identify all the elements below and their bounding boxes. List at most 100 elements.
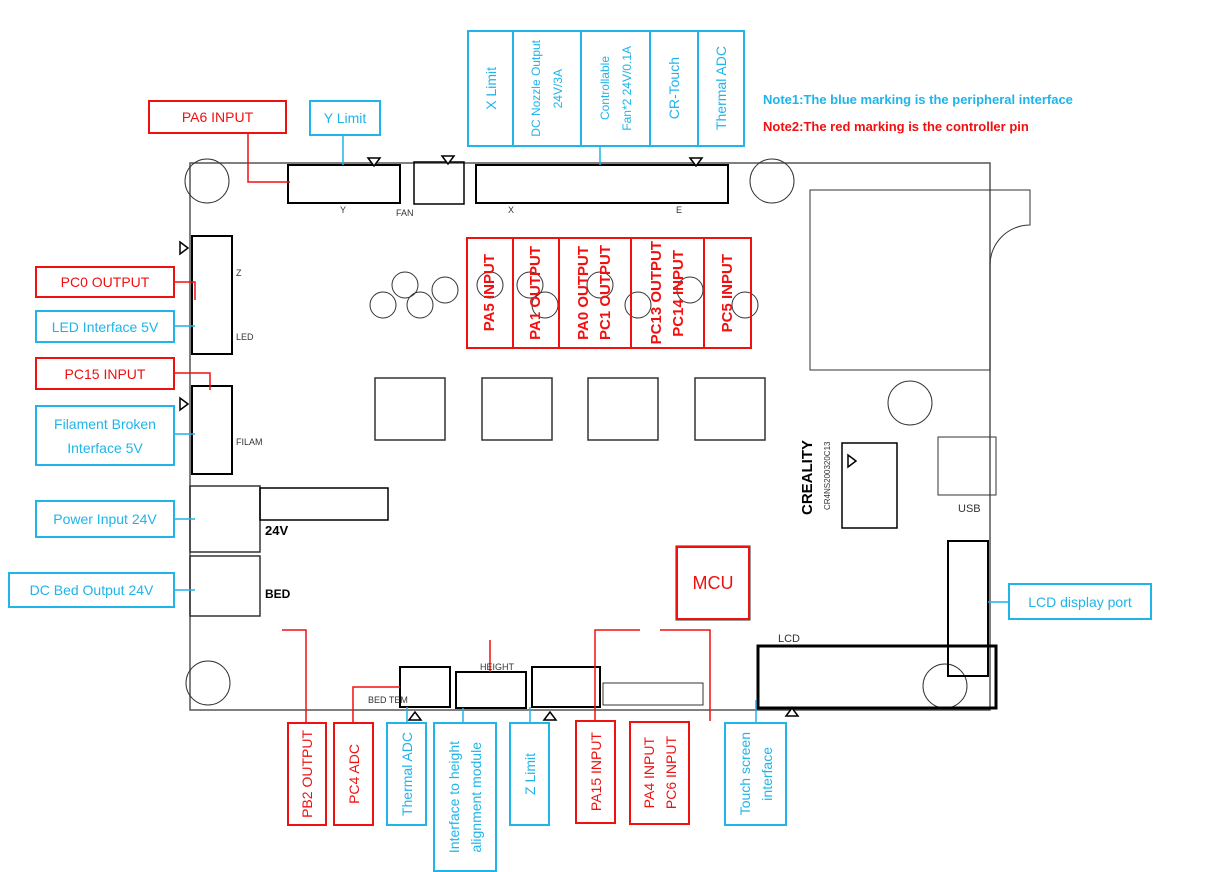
pin-pa5: PA5 INPUT xyxy=(466,237,514,349)
label-pb2-output: PB2 OUTPUT xyxy=(287,722,327,826)
label-text: PA0 OUTPUT xyxy=(575,246,592,340)
label-thermal-adc-top: Thermal ADC xyxy=(697,30,745,147)
label-bed-output: DC Bed Output 24V xyxy=(8,572,175,608)
silk-24v: 24V xyxy=(265,523,288,538)
label-text: PA6 INPUT xyxy=(181,109,254,125)
zlimit-connector xyxy=(531,666,601,708)
mount-hole xyxy=(184,158,230,204)
label-text: LED Interface 5V xyxy=(51,318,159,335)
label-text: PA5 INPUT xyxy=(481,254,498,332)
label-text: Filament Broken xyxy=(54,415,156,432)
label-text: interface xyxy=(758,747,775,801)
label-height-module: Interface to height alignment module xyxy=(433,722,497,872)
label-fan: Controllable Fan*2 24V/0.1A xyxy=(580,30,651,147)
label-text: Power Input 24V xyxy=(53,511,157,527)
mount-hole xyxy=(185,660,231,706)
j10-connector xyxy=(191,235,233,355)
silk-y: Y xyxy=(340,205,346,215)
label-text: Thermal ADC xyxy=(398,731,415,817)
j16-connector xyxy=(947,540,989,677)
touch-connector xyxy=(756,644,998,710)
silk-bedtem: BED TEM xyxy=(368,695,408,705)
silk-lcd: LCD xyxy=(778,633,800,645)
label-text: PC5 INPUT xyxy=(718,253,736,333)
label-text: PC1 OUTPUT xyxy=(597,245,614,341)
power-terminal xyxy=(189,485,261,553)
label-text: Controllable xyxy=(597,56,612,121)
j13-connector xyxy=(287,164,401,204)
mount-hole xyxy=(887,380,933,426)
label-text: Thermal ADC xyxy=(713,46,729,131)
label-text: PA4 INPUT xyxy=(640,737,657,809)
silk-height: HEIGHT xyxy=(480,662,515,672)
label-text: LCD display port xyxy=(1028,593,1132,610)
label-pc0-output: PC0 OUTPUT xyxy=(35,266,175,298)
sd-slot xyxy=(809,189,1031,371)
label-text: PC13 OUTPUT xyxy=(647,241,665,345)
label-text: Z Limit xyxy=(521,753,538,795)
silk-led: LED xyxy=(236,332,254,342)
label-text: alignment module xyxy=(468,741,484,853)
pin-pa1: PA1 OUTPUT xyxy=(512,237,560,349)
stepper-drivers xyxy=(374,377,766,441)
label-text: Y Limit xyxy=(323,110,367,126)
label-text: 24V/3A xyxy=(551,68,565,109)
label-power-input: Power Input 24V xyxy=(35,500,175,538)
label-text: Touch screen xyxy=(736,732,753,816)
fuse xyxy=(259,487,389,521)
label-text: PA15 INPUT xyxy=(587,732,604,812)
mcu-label: MCU xyxy=(676,546,750,620)
silk-usb: USB xyxy=(958,503,981,515)
label-pc4-adc: PC4 ADC xyxy=(333,722,374,826)
swd-header xyxy=(602,682,704,706)
label-text: PC4 ADC xyxy=(345,744,362,804)
label-text: Fan*2 24V/0.1A xyxy=(619,46,634,131)
label-pa4-pc6-input: PA4 INPUT PC6 INPUT xyxy=(629,721,690,825)
label-text: X Limit xyxy=(482,67,499,110)
label-thermal-adc-bottom: Thermal ADC xyxy=(386,722,427,826)
silk-x: X xyxy=(508,205,514,215)
label-text: PC15 INPUT xyxy=(64,365,146,382)
note-red: Note2:The red marking is the controller … xyxy=(763,119,1029,134)
label-touch-screen: Touch screen interface xyxy=(724,722,787,826)
label-text: Interface 5V xyxy=(67,439,143,456)
silk-e: E xyxy=(676,205,682,215)
brand-logo: CREALITY xyxy=(799,440,816,515)
label-text: PC6 INPUT xyxy=(662,736,679,810)
label-nozzle-output: DC Nozzle Output 24V/3A xyxy=(512,30,582,147)
board-model: CR4NS200320C13 xyxy=(823,441,832,510)
height-connector xyxy=(455,671,527,709)
silk-filam: FILAM xyxy=(236,437,263,447)
j12-connector xyxy=(191,385,233,475)
label-text: PB2 OUTPUT xyxy=(299,730,315,818)
label-cr-touch: CR-Touch xyxy=(649,30,699,147)
label-text: PC14 INPUT xyxy=(669,249,687,337)
mount-hole xyxy=(922,663,968,709)
pin-pa0-pc1: PA0 OUTPUT PC1 OUTPUT xyxy=(558,237,632,349)
label-pa15-input: PA15 INPUT xyxy=(575,720,616,824)
label-text: Interface to height xyxy=(446,740,462,854)
red-leaders xyxy=(175,134,711,722)
label-lcd-port: LCD display port xyxy=(1008,583,1152,620)
bed-terminal xyxy=(189,555,261,617)
pin1-markers xyxy=(179,155,858,721)
label-text: CR-Touch xyxy=(666,57,682,120)
label-led-interface: LED Interface 5V xyxy=(35,310,175,343)
fan-connector xyxy=(413,161,465,205)
usb-port xyxy=(937,436,997,496)
silk-fan: FAN xyxy=(396,208,414,218)
label-x-limit: X Limit xyxy=(467,30,514,147)
label-text: PC0 OUTPUT xyxy=(60,274,150,290)
note-blue: Note1:The blue marking is the peripheral… xyxy=(763,92,1073,107)
label-text: DC Nozzle Output xyxy=(529,40,543,137)
j11-connector xyxy=(475,164,729,204)
label-pa6-input: PA6 INPUT xyxy=(148,100,287,134)
pin-pc5: PC5 INPUT xyxy=(703,237,752,349)
mount-hole xyxy=(749,158,795,204)
label-text: PA1 OUTPUT xyxy=(527,246,544,340)
blue-leaders xyxy=(175,136,1008,722)
label-y-limit: Y Limit xyxy=(309,100,381,136)
